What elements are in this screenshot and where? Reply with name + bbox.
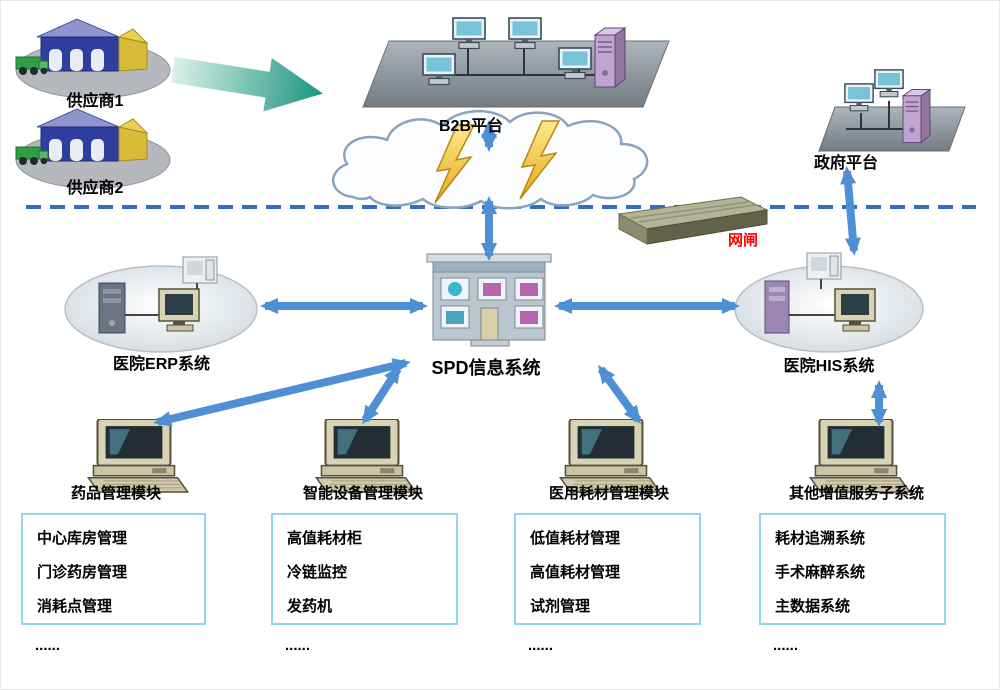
module-more-dots: ...... xyxy=(35,637,61,654)
arrow-gov-his xyxy=(840,166,861,256)
module-item: 高值耗材柜 xyxy=(287,530,363,547)
module-item: 中心库房管理 xyxy=(37,530,128,547)
his-label: 医院HIS系统 xyxy=(783,358,875,375)
module-item: 高值耗材管理 xyxy=(530,564,621,581)
arrow-spd-consumable-module xyxy=(597,364,642,425)
cloud-icon xyxy=(331,110,649,210)
module-item: 冷链监控 xyxy=(287,564,348,581)
lightning-icon-right xyxy=(519,120,561,200)
spd-building-icon xyxy=(426,253,552,347)
module-label-drug: 药品管理模块 xyxy=(70,485,161,502)
erp-label: 医院ERP系统 xyxy=(113,356,210,373)
module-box-equipment: 高值耗材柜 冷链监控 发药机 xyxy=(271,513,458,625)
module-item: 试剂管理 xyxy=(530,598,591,615)
module-item: 门诊药房管理 xyxy=(37,564,128,581)
gov-label: 政府平台 xyxy=(813,155,878,172)
b2b-platform-icon xyxy=(362,17,670,108)
module-item: 发药机 xyxy=(287,598,333,615)
module-label-consumable: 医用耗材管理模块 xyxy=(548,485,669,502)
module-item: 手术麻醉系统 xyxy=(775,564,866,581)
module-label-valueadded: 其他增值服务子系统 xyxy=(788,485,924,502)
module-more-dots: ...... xyxy=(285,637,311,654)
module-item: 低值耗材管理 xyxy=(530,530,621,547)
gateway-icon xyxy=(617,196,769,245)
spd-label: SPD信息系统 xyxy=(431,358,541,378)
module-box-consumable: 低值耗材管理 高值耗材管理 试剂管理 xyxy=(514,513,701,625)
module-more-dots: ...... xyxy=(528,637,554,654)
module-label-equipment: 智能设备管理模块 xyxy=(302,485,423,502)
module-item: 耗材追溯系统 xyxy=(775,530,866,547)
supplier-flow-arrow xyxy=(170,56,323,112)
module-more-dots: ...... xyxy=(773,637,799,654)
arrow-spd-equipment-module xyxy=(361,364,402,425)
gateway-label: 网闸 xyxy=(727,232,758,249)
his-system-icon xyxy=(734,252,924,353)
gov-platform-icon xyxy=(818,69,966,152)
module-box-drug: 中心库房管理 门诊药房管理 消耗点管理 xyxy=(21,513,206,625)
module-item: 主数据系统 xyxy=(775,598,851,615)
module-item: 消耗点管理 xyxy=(37,598,113,615)
erp-system-icon xyxy=(64,256,258,353)
lightning-icon-left xyxy=(434,124,476,204)
supplier2-label: 供应商2 xyxy=(66,180,124,197)
supplier1-label: 供应商1 xyxy=(66,93,124,110)
module-box-valueadded: 耗材追溯系统 手术麻醉系统 主数据系统 xyxy=(759,513,946,625)
b2b-label: B2B平台 xyxy=(438,118,503,135)
